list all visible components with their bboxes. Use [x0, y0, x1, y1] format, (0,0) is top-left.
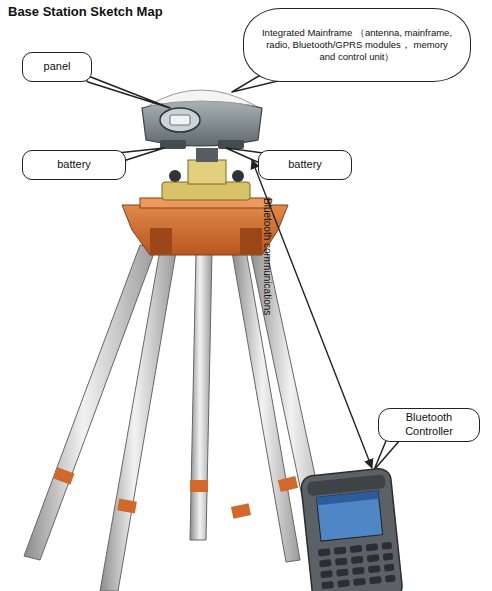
callout-text: battery — [57, 158, 91, 172]
key — [369, 576, 382, 584]
key — [350, 545, 363, 553]
leg-clamp — [190, 480, 208, 492]
callout-text: battery — [288, 158, 322, 172]
antenna-dome — [148, 90, 256, 106]
adapter — [196, 148, 218, 162]
key — [337, 579, 350, 587]
key — [336, 568, 349, 576]
battery-slot — [218, 140, 244, 149]
hinge-block — [240, 228, 262, 254]
key — [367, 554, 380, 562]
key — [383, 553, 394, 561]
key — [382, 542, 393, 550]
mainframe-callout: Integrated Mainframe （antenna, mainframe… — [243, 8, 471, 82]
tribrach-base — [162, 182, 250, 200]
callout-text: Integrated Mainframe （antenna, mainframe… — [260, 27, 454, 63]
battery-callout: battery — [258, 150, 352, 180]
link-label: Bluetooth communications — [262, 198, 273, 315]
leg-clamp — [231, 503, 251, 518]
hinge-block — [150, 228, 172, 254]
controller-callout: Bluetooth Controller — [378, 408, 480, 442]
key — [384, 564, 395, 572]
panel-callout: panel — [22, 52, 92, 82]
controller-device — [300, 468, 403, 591]
callout-text: Bluetooth Controller — [383, 411, 475, 439]
key — [352, 567, 365, 575]
key — [353, 578, 366, 586]
battery-callout: battery — [22, 150, 126, 180]
screen-bar — [316, 491, 378, 505]
receiver-body — [142, 100, 262, 146]
leg-clamp — [117, 499, 137, 514]
key — [368, 565, 381, 573]
key — [335, 557, 348, 565]
bluetooth-link-arrow — [252, 160, 372, 468]
leveling-screw — [169, 170, 181, 182]
key — [334, 547, 347, 555]
key — [318, 548, 331, 556]
key — [319, 559, 332, 567]
callout-tail — [78, 72, 170, 108]
key — [366, 543, 379, 551]
diagram-title: Base Station Sketch Map — [8, 4, 163, 19]
controller-body — [300, 468, 403, 591]
key — [320, 570, 333, 578]
key — [351, 556, 364, 564]
leg-clamp — [53, 467, 74, 484]
key — [385, 575, 396, 583]
panel-display — [170, 115, 190, 125]
receiver-panel — [160, 108, 200, 132]
controller-screen — [316, 491, 382, 541]
tribrach-body — [188, 160, 226, 184]
keypad — [318, 542, 396, 590]
key — [321, 581, 334, 589]
tripod-leg — [190, 252, 212, 540]
callout-text: panel — [44, 60, 71, 74]
leg-clamp — [278, 476, 298, 492]
tripod-leg — [100, 250, 176, 591]
leveling-screw — [232, 170, 244, 182]
